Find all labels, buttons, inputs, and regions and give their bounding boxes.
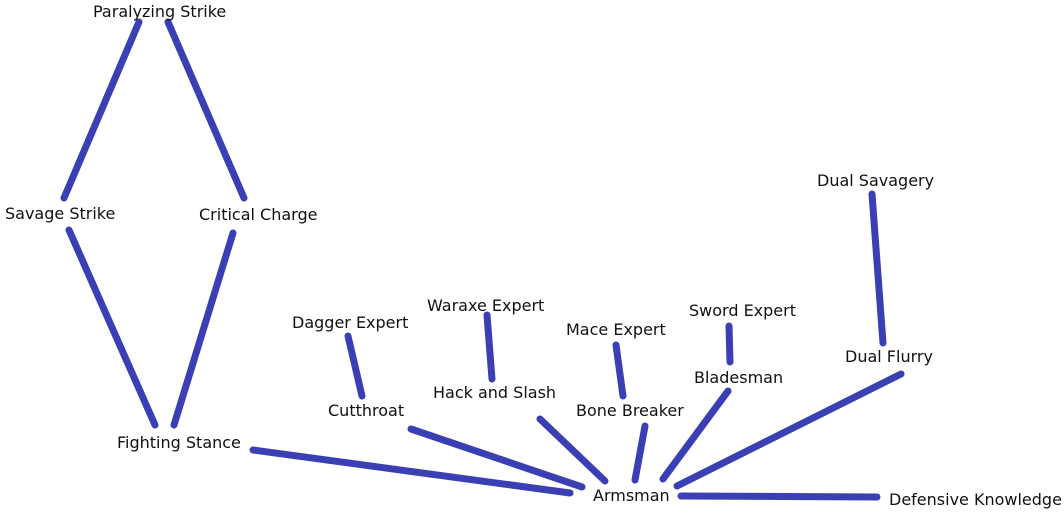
- edge-paralyzing-strike-to-critical-charge: [164, 18, 248, 202]
- node-dual-savagery: Dual Savagery: [817, 171, 934, 190]
- edge-armsman-to-defensive-knowledge: [677, 492, 881, 501]
- node-bone-breaker: Bone Breaker: [576, 401, 684, 420]
- node-savage-strike: Savage Strike: [5, 204, 115, 223]
- edge-sword-expert-to-bladesman: [725, 322, 734, 366]
- node-waraxe-expert: Waraxe Expert: [427, 296, 544, 315]
- edge-mace-expert-to-bone-breaker: [612, 341, 627, 400]
- node-paralyzing-strike: Paralyzing Strike: [93, 2, 226, 21]
- edge-paralyzing-strike-to-savage-strike: [60, 18, 143, 202]
- labels-group: Paralyzing Strike Savage Strike Critical…: [5, 2, 1062, 509]
- node-mace-expert: Mace Expert: [566, 320, 666, 339]
- node-sword-expert: Sword Expert: [689, 301, 796, 320]
- node-bladesman: Bladesman: [694, 368, 783, 387]
- edge-savage-strike-to-fighting-stance: [65, 226, 159, 429]
- edge-waraxe-expert-to-hack-and-slash: [483, 311, 496, 383]
- edge-cutthroat-to-armsman: [407, 425, 586, 491]
- node-dual-flurry: Dual Flurry: [845, 347, 933, 366]
- edge-dual-savagery-to-dual-flurry: [868, 190, 887, 347]
- node-hack-and-slash: Hack and Slash: [433, 383, 556, 402]
- edge-fighting-stance-to-armsman: [249, 446, 574, 497]
- node-cutthroat: Cutthroat: [328, 401, 404, 420]
- node-dagger-expert: Dagger Expert: [292, 313, 408, 332]
- edge-hack-and-slash-to-armsman: [536, 415, 609, 485]
- edge-critical-charge-to-fighting-stance: [170, 229, 237, 429]
- node-fighting-stance: Fighting Stance: [117, 433, 241, 452]
- edges-group: [60, 18, 905, 501]
- node-critical-charge: Critical Charge: [199, 205, 317, 224]
- edge-bone-breaker-to-armsman: [631, 422, 649, 484]
- edge-dual-flurry-to-armsman: [673, 370, 905, 490]
- edge-dagger-expert-to-cutthroat: [344, 332, 366, 400]
- edge-bladesman-to-armsman: [659, 387, 732, 483]
- node-armsman: Armsman: [593, 486, 670, 505]
- node-defensive-knowledge: Defensive Knowledge: [889, 490, 1062, 509]
